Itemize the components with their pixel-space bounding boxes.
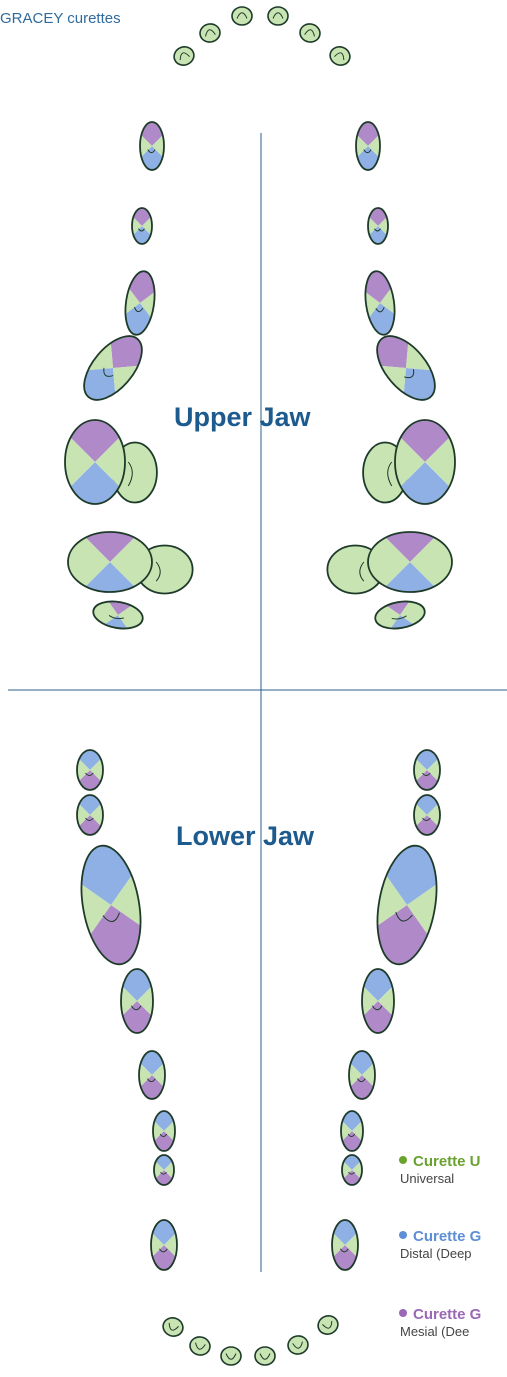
- upper-incisor-6: [328, 44, 353, 68]
- legend-item-distal: Curette G Distal (Deep: [399, 1228, 481, 1261]
- legend-universal-name: Curette U: [399, 1153, 481, 1171]
- upper-incisor-3: [232, 7, 252, 25]
- upper-jaw-label: Upper Jaw: [174, 402, 311, 433]
- upper-incisor-5: [299, 22, 322, 43]
- legend-mesial-description: Mesial (Dee: [400, 1324, 481, 1339]
- upper-incisor-4: [268, 7, 288, 25]
- upper-incisor-2: [199, 22, 222, 43]
- legend-distal-description: Distal (Deep: [400, 1246, 481, 1261]
- upper-left-canine: [104, 98, 200, 194]
- upper-right-premolar-1: [342, 190, 414, 262]
- lower-incisor-2: [189, 1335, 212, 1356]
- legend-item-universal: Curette U Universal: [399, 1153, 481, 1186]
- lower-jaw-label: Lower Jaw: [176, 821, 314, 852]
- lower-left-premolar-2: [104, 1027, 200, 1123]
- legend-mesial-name: Curette G: [399, 1306, 481, 1324]
- upper-left-molar-1: [11, 378, 179, 546]
- lower-incisor-1: [161, 1315, 186, 1339]
- upper-left-premolar-1: [106, 190, 178, 262]
- upper-right-molar-1: [341, 378, 507, 546]
- lower-incisor-4: [255, 1347, 275, 1365]
- legend-distal-name: Curette G: [399, 1228, 481, 1246]
- lower-incisor-6: [316, 1313, 341, 1337]
- lower-right-premolar-1: [314, 937, 442, 1065]
- upper-right-canine: [320, 98, 416, 194]
- lower-left-premolar-1: [73, 937, 201, 1065]
- upper-incisor-1: [172, 44, 197, 68]
- chart-title: GRACEY curettes: [0, 10, 121, 27]
- lower-right-incisor-lateral: [295, 1195, 395, 1295]
- lower-incisor-5: [287, 1334, 310, 1355]
- lower-incisor-3: [221, 1347, 241, 1365]
- lower-left-incisor-lateral: [114, 1195, 214, 1295]
- legend-item-mesial: Curette G Mesial (Dee: [399, 1306, 481, 1339]
- legend-universal-description: Universal: [400, 1171, 481, 1186]
- lower-right-premolar-2: [314, 1027, 410, 1123]
